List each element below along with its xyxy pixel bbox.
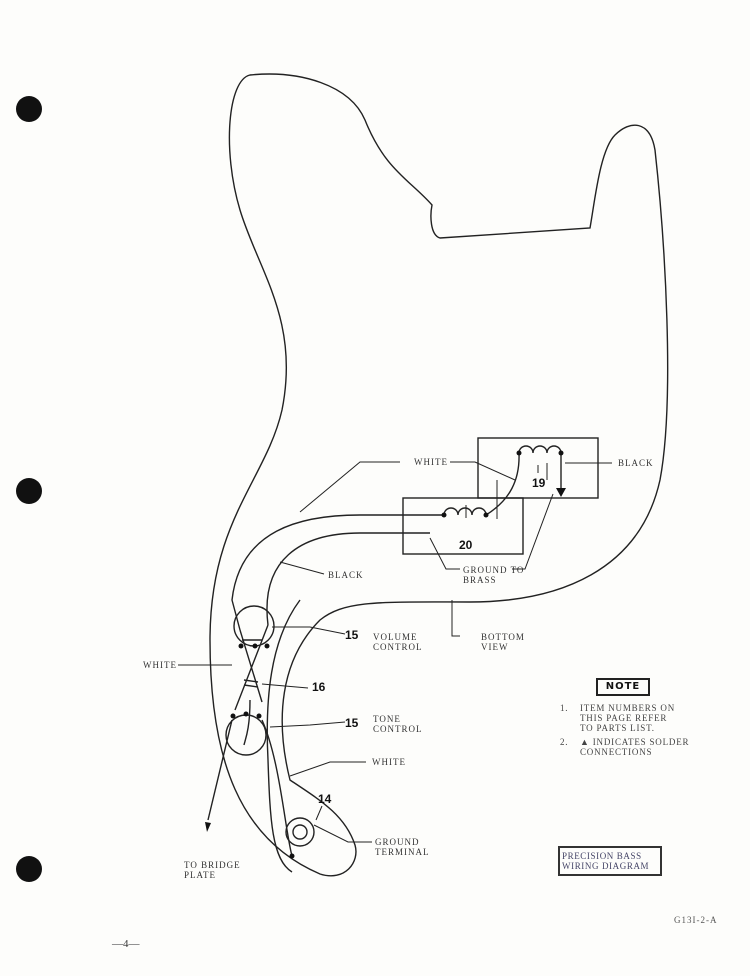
label-black-left: BLACK [328, 570, 364, 580]
coil-20 [443, 507, 487, 516]
note-heading: NOTE [596, 678, 650, 696]
body-outline [209, 73, 669, 877]
label-volume-control: VOLUME [373, 632, 418, 642]
label-tone-control: TONE [373, 714, 401, 724]
pickup-19-box [477, 437, 599, 499]
label-ground-to-brass: GROUND TO [463, 565, 524, 575]
item-number-14: 14 [318, 792, 332, 806]
label-white-top: WHITE [414, 457, 448, 467]
capacitor-16 [243, 679, 259, 688]
coil-19 [518, 445, 562, 454]
svg-text:VIEW: VIEW [481, 642, 509, 652]
binder-hole [16, 856, 42, 882]
item-number-15-tone: 15 [345, 716, 359, 730]
svg-text:CONTROL: CONTROL [373, 724, 423, 734]
svg-text:TERMINAL: TERMINAL [375, 847, 430, 857]
binder-hole [16, 96, 42, 122]
label-ground-terminal: GROUND [375, 837, 420, 847]
page-number: —4— [112, 938, 140, 950]
binder-hole [16, 478, 42, 504]
svg-text:CONTROL: CONTROL [373, 642, 423, 652]
label-to-bridge-plate: TO BRIDGE [184, 860, 241, 870]
item-number-15-volume: 15 [345, 628, 359, 642]
pickup-20-box [402, 497, 524, 555]
note-item: 2.▲ INDICATES SOLDER CONNECTIONS [560, 737, 690, 757]
item-number-20: 20 [459, 538, 473, 552]
diagram-title-box: PRECISION BASS WIRING DIAGRAM [558, 846, 662, 876]
notes-list: 1.ITEM NUMBERS ON THIS PAGE REFER TO PAR… [560, 703, 710, 761]
item-number-16: 16 [312, 680, 326, 694]
ground-terminal [285, 817, 315, 847]
svg-text:BRASS: BRASS [463, 575, 497, 585]
note-item: 1.ITEM NUMBERS ON THIS PAGE REFER TO PAR… [560, 703, 676, 733]
svg-text:PLATE: PLATE [184, 870, 216, 880]
label-white-left: WHITE [143, 660, 177, 670]
label-white-lower: WHITE [372, 757, 406, 767]
item-number-19: 19 [532, 476, 546, 490]
label-black-right: BLACK [618, 458, 654, 468]
label-bottom-view: BOTTOM [481, 632, 525, 642]
drawing-code: G13I-2-A [674, 915, 718, 925]
